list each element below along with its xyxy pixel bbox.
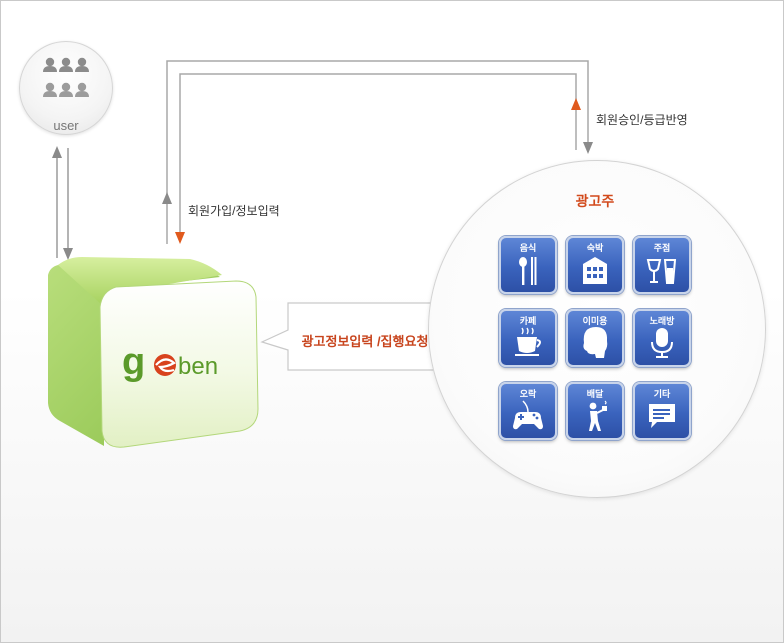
outer-flow-line: [166, 60, 589, 244]
category-tile-cafe[interactable]: 카페: [499, 309, 557, 367]
category-tile-beauty[interactable]: 이미용: [566, 309, 624, 367]
category-label: 주점: [653, 243, 671, 253]
category-tile-etc[interactable]: 기타: [633, 382, 691, 440]
category-tile-food[interactable]: 음식: [499, 236, 557, 294]
user-down-arrowhead: [63, 248, 73, 260]
building-icon: [583, 257, 607, 284]
speech-bubble-icon: [649, 404, 675, 428]
approval-up-arrowhead: [571, 98, 581, 110]
user-node: user: [19, 41, 113, 135]
category-label: 이미용: [582, 316, 608, 326]
gamepad-icon: [513, 400, 543, 430]
approval-label: 회원승인/등급반영: [596, 113, 688, 127]
logo-letters-ben: ben: [178, 353, 218, 380]
platform-cube: [48, 257, 259, 448]
users-group-icon: [43, 57, 89, 97]
category-label: 배달: [586, 389, 604, 399]
user-up-arrowhead: [52, 146, 62, 158]
category-label: 오락: [519, 389, 537, 399]
category-tile-delivery[interactable]: 배달: [566, 382, 624, 440]
category-label: 기타: [653, 389, 671, 399]
category-tile-lodging[interactable]: 숙박: [566, 236, 624, 294]
signup-down-arrowhead: [175, 232, 185, 244]
delivery-person-icon: [589, 400, 607, 431]
category-tile-bar[interactable]: 주점: [633, 236, 691, 294]
drinks-icon: [646, 259, 677, 284]
geben-logo: g ben: [122, 340, 242, 390]
category-label: 음식: [519, 243, 537, 253]
geben-logo-mark: g ben: [122, 341, 218, 383]
category-tile-karaoke[interactable]: 노래방: [633, 309, 691, 367]
coffee-cup-icon: [515, 327, 541, 356]
logo-letter-g: g: [122, 341, 145, 383]
approval-down-arrowhead: [583, 142, 593, 154]
signup-up-arrowhead: [162, 192, 172, 204]
category-label: 노래방: [649, 316, 675, 326]
category-tile-entertainment[interactable]: 오락: [499, 382, 557, 440]
microphone-icon: [651, 328, 673, 358]
utensils-icon: [519, 257, 537, 285]
ad-request-label: 광고정보입력 /집행요청: [301, 334, 429, 349]
category-label: 카페: [519, 316, 537, 326]
hair-head-icon: [583, 327, 608, 358]
category-label: 숙박: [586, 243, 604, 253]
user-label: user: [53, 118, 79, 133]
inner-flow-line: [179, 73, 577, 242]
advertiser-title: 광고주: [575, 193, 615, 209]
signup-label: 회원가입/정보입력: [188, 204, 280, 218]
